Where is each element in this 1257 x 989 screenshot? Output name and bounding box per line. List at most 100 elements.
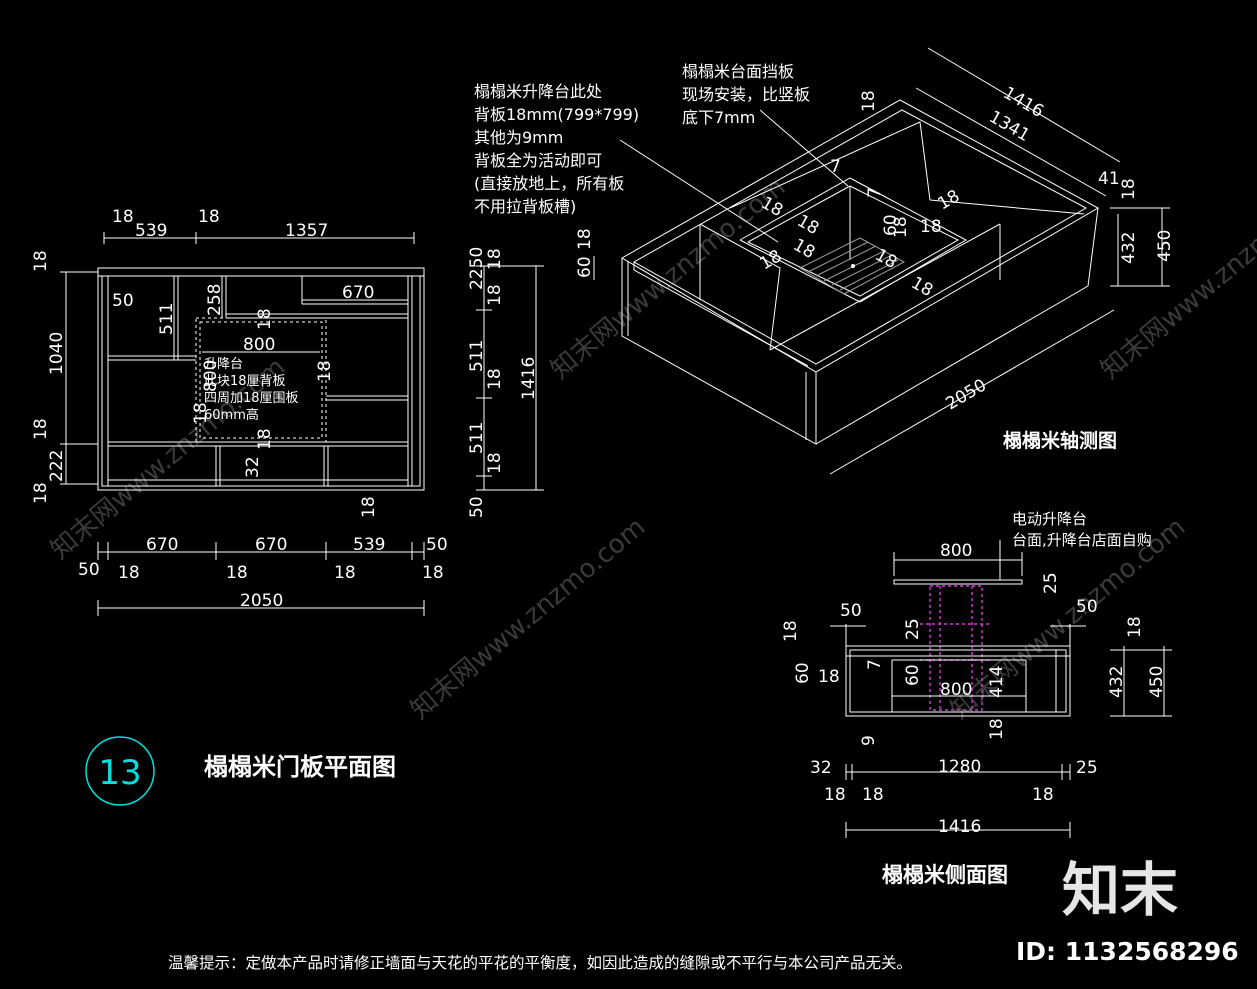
- dim-label: 800: [243, 335, 275, 355]
- dim-label: 18: [31, 418, 51, 440]
- side-lift-column: [929, 585, 983, 711]
- footer-warning: 温馨提示：定做本产品时请修正墙面与天花的平花的平衡度，如因此造成的缝隙或不平行与…: [168, 954, 912, 972]
- iso-top-rim: [621, 99, 1100, 373]
- leader-line: [619, 139, 779, 243]
- dim-label: 670: [255, 535, 287, 555]
- dim-label: 432: [1119, 232, 1139, 264]
- dim-label: 18: [485, 452, 505, 474]
- dim-label: 50: [840, 601, 862, 621]
- dim-label: 7: [865, 659, 885, 670]
- dim-label: 50: [467, 496, 487, 518]
- iso-lift-grille: [798, 237, 906, 295]
- plan-view: 18 539 18 1357 18 1040 18 222 18 50 511 …: [31, 207, 544, 806]
- footer: 温馨提示：定做本产品时请修正墙面与天花的平花的平衡度，如因此造成的缝隙或不平行与…: [168, 856, 1239, 972]
- dim-label: 18: [485, 284, 505, 306]
- dim-label: 60: [903, 664, 923, 686]
- dim-label: 50: [78, 560, 100, 580]
- dim-label: 511: [467, 340, 487, 372]
- dim-label: 18: [191, 402, 211, 424]
- dim-label: 258: [205, 284, 225, 316]
- dim-label: 1280: [938, 757, 981, 777]
- dim-label: 18: [891, 216, 911, 238]
- dim-label: 18: [198, 207, 220, 227]
- dim-label: 18: [334, 563, 356, 583]
- lift-note: 四周加18厘围板: [204, 391, 299, 406]
- dim-label: 25: [903, 618, 923, 640]
- dim-label: 18: [920, 217, 942, 237]
- dim-label: 60: [793, 662, 813, 684]
- dim-label: 50: [426, 535, 448, 555]
- dim-label: 2050: [943, 375, 990, 414]
- iso-note-top: 底下7mm: [682, 108, 755, 127]
- dim-label: 18: [315, 360, 335, 382]
- dim-label: 18: [781, 620, 801, 642]
- dim-label: 18: [485, 368, 505, 390]
- dim-label: 539: [353, 535, 385, 555]
- iso-note-top: 榻榻米台面挡板: [682, 62, 794, 81]
- dim-label: 32: [810, 758, 832, 778]
- dim-label: 18: [818, 667, 840, 687]
- dim-label: 18: [790, 235, 819, 263]
- side-cabinet: [845, 645, 1071, 717]
- dim-label: 511: [467, 422, 487, 454]
- dim-label: 9: [859, 735, 879, 746]
- leader-line: [759, 109, 849, 187]
- iso-note-left: 榻榻米升降台此处: [474, 82, 602, 101]
- dim-label: 2050: [240, 591, 283, 611]
- dim-label: 60: [575, 256, 595, 278]
- dim-label: 18: [935, 186, 964, 214]
- dim-label: 414: [987, 666, 1007, 698]
- dim-label: 18: [862, 785, 884, 805]
- iso-note-top: 现场安装，比竖板: [682, 85, 810, 104]
- dim-label: 1357: [285, 221, 328, 241]
- iso-dim-line: [927, 47, 1121, 163]
- plan-title: 榻榻米门板平面图: [204, 753, 396, 781]
- badge-number: 13: [98, 753, 141, 793]
- dim-label: 18: [226, 563, 248, 583]
- dim-label: 18: [422, 563, 444, 583]
- dim-label: 1416: [519, 357, 539, 400]
- dim-label: 1040: [47, 332, 67, 375]
- iso-note-left: 其他为9mm: [474, 128, 563, 147]
- dim-label: 7: [865, 187, 885, 198]
- plan-outer-frame: [97, 267, 425, 491]
- dim-label: 41: [1098, 169, 1120, 189]
- dim-label: 432: [1107, 666, 1127, 698]
- dim-label: 800: [940, 541, 972, 561]
- dim-label: 450: [1147, 666, 1167, 698]
- iso-note-left: (直接放地上，所有板: [474, 174, 624, 193]
- side-note: 电动升降台: [1012, 510, 1087, 528]
- lift-note: 此块18厘背板: [204, 374, 286, 389]
- dim-label: 18: [255, 428, 275, 450]
- dim-label: 7: [830, 157, 841, 177]
- dim-label: 18: [824, 785, 846, 805]
- dim-label: 222: [47, 450, 67, 482]
- iso-note-left: 背板全为活动即可: [474, 151, 602, 170]
- dim-label: 18: [112, 207, 134, 227]
- image-id: ID: 1132568296: [1016, 937, 1239, 966]
- dim-label: 18: [987, 718, 1007, 740]
- lift-platform-outline: [195, 317, 327, 443]
- drawing-number-badge: [85, 736, 155, 806]
- side-note: 台面,升降台店面自购: [1012, 531, 1152, 549]
- iso-title: 榻榻米轴测图: [1003, 429, 1117, 452]
- dim-label: 18: [575, 228, 595, 250]
- dim-label: 18: [255, 308, 275, 330]
- dim-label: 18: [359, 496, 379, 518]
- dim-label: 670: [146, 535, 178, 555]
- dim-label: 18: [1125, 616, 1145, 638]
- brand-logo: 知末: [1062, 856, 1178, 924]
- side-title: 榻榻米侧面图: [882, 863, 1008, 887]
- dim-label: 18: [859, 90, 879, 112]
- dim-label: 18: [872, 245, 901, 273]
- dim-label: 60: [881, 214, 901, 236]
- dim-label: 25: [1076, 758, 1098, 778]
- dim-label: 539: [135, 221, 167, 241]
- lift-note: 升降台: [204, 357, 243, 372]
- dim-label: 18: [1119, 178, 1139, 200]
- dim-label: 25: [1041, 572, 1061, 594]
- dim-label: 18: [1032, 785, 1054, 805]
- watermark: 知末网www.znzmo.com: [1095, 172, 1257, 385]
